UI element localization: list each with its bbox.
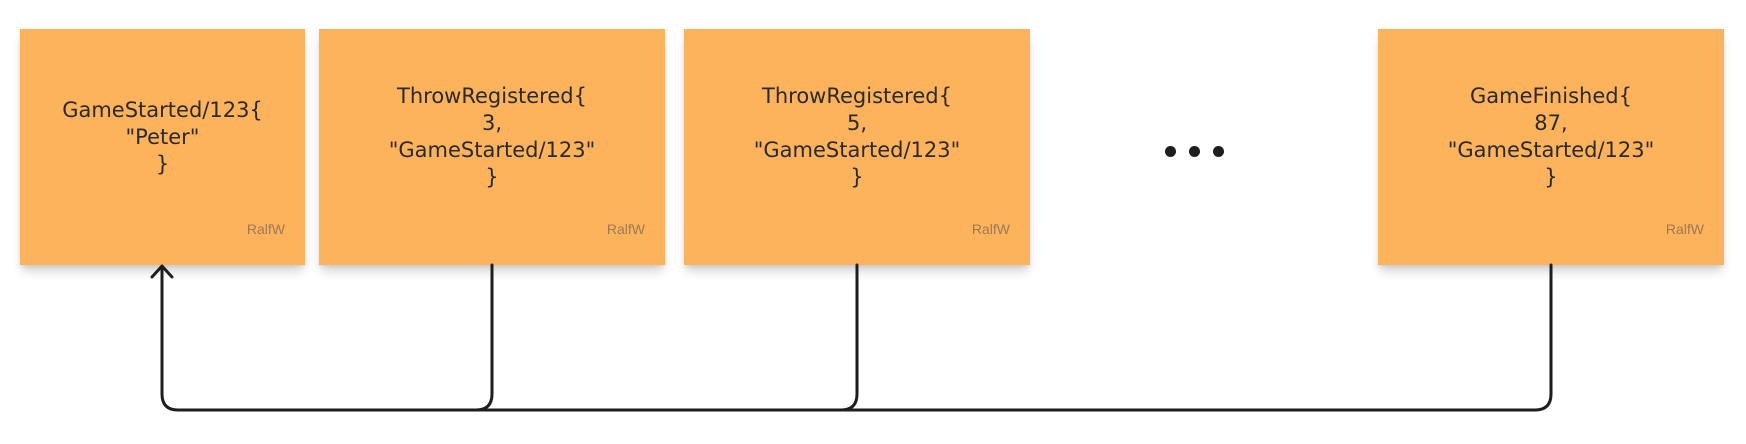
connector-throw-5-to-game-started [176, 263, 859, 412]
dot [1213, 146, 1224, 157]
sticky-note-author: RalfW [246, 221, 285, 237]
sticky-note-author: RalfW [1665, 221, 1704, 237]
sticky-note-text: GameFinished{ 87, "GameStarted/123" } [1447, 84, 1655, 189]
arrow-up-icon [150, 264, 174, 279]
sticky-note-author: RalfW [606, 221, 645, 237]
connector-game-finished-to-game-started [176, 263, 1553, 412]
dot [1189, 146, 1200, 157]
sticky-note-game-started[interactable]: GameStarted/123{ "Peter" } RalfW [20, 29, 305, 265]
sticky-note-text: ThrowRegistered{ 3, "GameStarted/123" } [388, 84, 596, 189]
sticky-note-throw-registered-2[interactable]: ThrowRegistered{ 5, "GameStarted/123" } … [684, 29, 1030, 265]
sticky-note-game-finished[interactable]: GameFinished{ 87, "GameStarted/123" } Ra… [1378, 29, 1724, 265]
sticky-note-text: ThrowRegistered{ 5, "GameStarted/123" } [753, 84, 961, 189]
sticky-note-author: RalfW [971, 221, 1010, 237]
connector-throw-3-to-game-started [160, 263, 494, 412]
dot [1165, 146, 1176, 157]
more-dots-icon [1165, 141, 1231, 161]
sticky-note-throw-registered-1[interactable]: ThrowRegistered{ 3, "GameStarted/123" } … [319, 29, 665, 265]
sticky-note-text: GameStarted/123{ "Peter" } [62, 97, 263, 176]
